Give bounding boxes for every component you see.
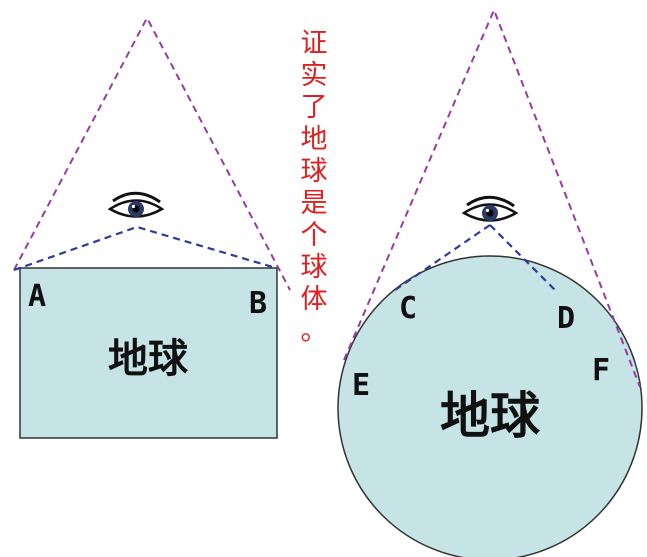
flat-earth-group: A B 地球 [13,15,291,439]
flat-earth-outer-sightline [13,15,291,291]
round-earth-circle [337,255,643,557]
flat-earth-rect [19,267,278,439]
caption-char: 是 [300,188,328,219]
eye-icon [107,191,165,218]
caption-char: 地 [300,124,328,155]
caption-char: 证 [300,28,328,59]
round-earth-group: C D E F 地球 [337,7,643,557]
flat-earth-inner-sightline [13,225,277,272]
caption-char: 球 [300,156,328,187]
caption-char: 体 [300,284,328,315]
point-label-d: D [557,301,575,336]
caption-char: 。 [300,316,328,347]
caption-vertical-text: 证 实 了 地 球 是 个 球 体 。 [296,28,332,348]
flat-earth-label: 地球 [108,336,189,382]
point-label-e: E [352,368,370,403]
caption-char: 个 [300,220,328,251]
caption-char: 了 [300,92,328,123]
point-label-f: F [592,353,610,388]
caption-char: 实 [300,60,328,91]
round-earth-label: 地球 [440,387,541,445]
round-earth-outer-sightline [343,7,641,388]
round-earth-right-tangent [489,224,556,291]
point-label-b: B [249,286,267,321]
caption-char: 球 [300,252,328,283]
eye-icon [461,195,519,222]
point-label-a: A [28,279,46,314]
point-label-c: C [399,291,417,326]
